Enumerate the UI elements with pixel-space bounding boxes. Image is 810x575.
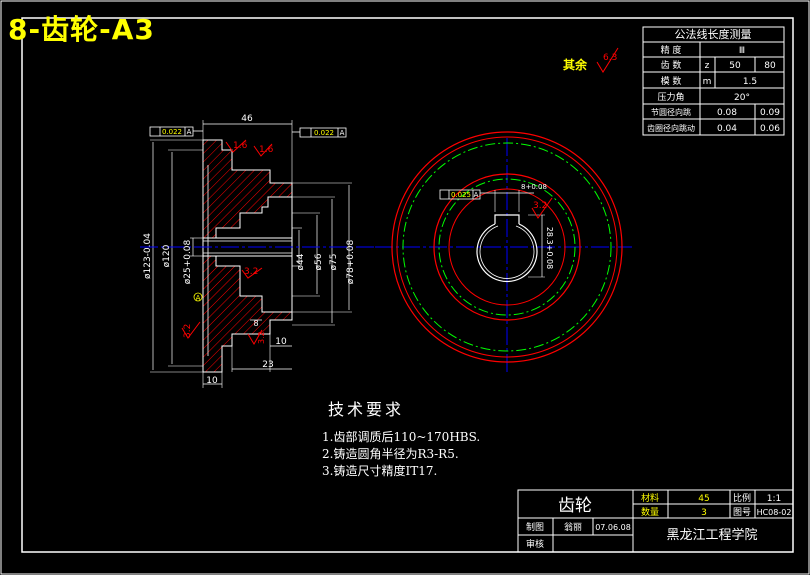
title-block-checked-label: 审核 [526,538,544,550]
roughness-symbols-section [181,139,273,345]
param-value-pitch-runout-2: 0.09 [760,108,780,118]
param-label-pressure-angle: 压力角 [657,91,684,103]
param-value-module: 1.5 [743,77,757,87]
title-block-drawn-date: 07.06.08 [595,523,631,532]
param-label-accuracy: 精 度 [661,44,682,56]
param-value-ring-runout-2: 0.06 [760,124,780,134]
datum-circle [193,292,203,302]
rough-16-b: 1.6 [259,145,274,155]
title-block-qty-value: 3 [701,508,707,518]
dim-w8: 8 [253,319,258,328]
tol-top-right-ref: A [340,129,345,137]
param-label-teeth: 齿 数 [661,59,682,71]
param-value-pitch-runout-1: 0.08 [717,108,737,118]
title-block-scale-value: 1:1 [767,494,781,504]
title-block-qty-label: 数量 [641,506,659,518]
param-table [642,26,785,136]
param-label-pitch-runout: 节圆径向跳 [651,107,691,117]
dim-d75: ø75 [329,254,339,271]
dim-width-46: 46 [241,114,253,124]
rough-32-b: 3.2 [183,324,193,338]
dim-w23: 23 [262,360,273,370]
title-block-drawn-label: 制图 [526,521,544,533]
tech-requirement-item: 2.铸造圆角半径为R3-R5. [322,447,459,461]
tol-top-right-value: 0.022 [314,129,334,137]
dim-w10-right: 10 [275,337,287,347]
param-table-heading: 公法线长度测量 [675,27,752,41]
param-label-module: 模 数 [661,75,682,87]
tolerance-frame-top-left [149,126,203,137]
tol-keyway-ref: A [474,191,479,199]
section-view [140,120,375,388]
title-block-material-value: 45 [698,494,709,504]
datum-label: A [196,294,201,302]
tech-requirement-item: 1.齿部调质后110~170HBS. [322,430,481,444]
param-value-pressure-angle: 20° [734,93,750,103]
param-label-ring-runout: 齿圈径向跳动 [647,123,695,133]
param-sym-teeth: z [705,61,710,71]
param-sym-module: m [703,77,712,87]
tol-keyway-value: 0.025 [451,191,471,199]
tech-requirements-heading: 技术要求 [328,400,405,419]
param-value-ring-runout-1: 0.04 [717,124,737,134]
rest-roughness-label: 其余 [563,58,588,72]
dim-d78: ø78+0.08 [346,239,356,284]
dim-d120: ø120 [162,244,172,267]
rough-32-a: 3.2 [244,267,258,277]
param-value-teeth-1: 50 [729,61,741,71]
title-block-drawing-no-label: 图号 [733,507,751,518]
tolerance-frame-top-right [292,127,347,138]
tol-top-left-ref: A [187,128,192,136]
title-block-part-name: 齿轮 [558,496,592,516]
front-view [375,131,632,372]
rough-16-a: 1.6 [233,141,248,151]
rough-32-c: 3.2 [257,331,266,344]
keyway-tolerance-frame [439,189,481,200]
rough-32-d: 3.2 [533,201,547,211]
title-block-material-label: 材料 [641,492,659,504]
title-block-school: 黑龙江工程学院 [666,527,757,543]
inner-frame [21,17,794,553]
drawing-title: 8-齿轮-A3 [8,13,155,46]
dim-d44: ø44 [296,253,306,270]
tech-requirement-item: 3.铸造尺寸精度IT17. [322,464,438,478]
dim-d56: ø56 [314,253,324,270]
title-block-scale-label: 比例 [733,492,751,504]
rest-roughness-symbol [596,47,619,73]
param-value-accuracy: Ⅲ [739,46,745,56]
param-value-teeth-2: 80 [764,61,776,71]
dim-d25: ø25+0.08 [183,239,193,284]
dim-keyway-width: 8+0.08 [521,183,547,191]
dim-keyway-depth: 28.3+0.08 [545,227,554,269]
rest-roughness-value: 6.3 [603,53,617,63]
dim-d123: ø123-0.04 [143,233,153,279]
dim-w10-bottom: 10 [206,376,218,386]
tol-top-left-value: 0.022 [162,128,182,136]
title-block-drawn-name: 翁丽 [564,521,582,533]
title-block [517,489,794,553]
title-block-drawing-no-value: HC08-02 [757,508,792,517]
